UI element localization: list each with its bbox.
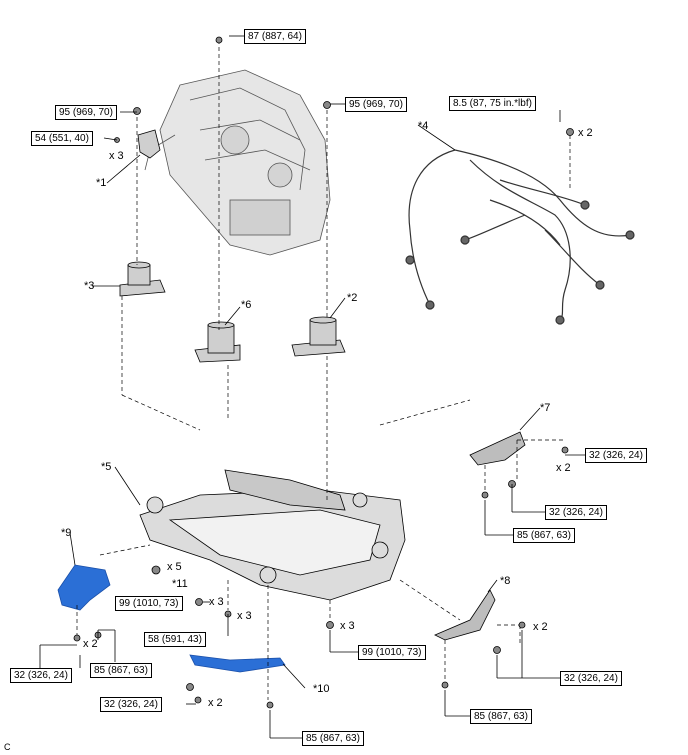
callout-2: *2: [347, 292, 358, 304]
torque-label-99-left: 99 (1010, 73): [115, 596, 183, 611]
callout-8: *8: [500, 575, 511, 587]
quantity-brace10-bolt: x 2: [208, 697, 223, 709]
front-suspension-crossmember: [139, 469, 406, 601]
quantity-nut-99-left: x 3: [209, 596, 224, 608]
quantity-bolt-54: x 3: [109, 150, 124, 162]
torque-label-54: 54 (551, 40): [31, 131, 93, 146]
torque-label-32-brace7-top: 32 (326, 24): [585, 448, 647, 463]
callout-7: *7: [540, 402, 551, 414]
engine-mount-insulator-2: [291, 316, 346, 357]
torque-label-8-5: 8.5 (87, 75 in.*lbf): [449, 96, 536, 111]
torque-label-87: 87 (887, 64): [244, 29, 306, 44]
callout-1: *1: [96, 177, 107, 189]
torque-label-58: 58 (591, 43): [144, 632, 206, 647]
wire-harness-illustration: [405, 149, 635, 325]
torque-label-32-brace7-nut: 32 (326, 24): [545, 505, 607, 520]
quantity-bolt-58: x 3: [237, 610, 252, 622]
torque-label-99-right: 99 (1010, 73): [358, 645, 426, 660]
fasteners: [73, 36, 574, 709]
callout-9: *9: [61, 527, 72, 539]
figure-code: C: [4, 742, 11, 752]
torque-label-32-brace8: 32 (326, 24): [560, 671, 622, 686]
callout-4: *4: [418, 120, 429, 132]
torque-label-85-brace10: 85 (867, 63): [302, 731, 364, 746]
quantity-brace7-bolt: x 2: [556, 462, 571, 474]
torque-label-85-brace8: 85 (867, 63): [470, 709, 532, 724]
callout-6: *6: [241, 299, 252, 311]
brace-7: [469, 431, 526, 466]
callout-10: *10: [313, 683, 330, 695]
brace-9: [57, 564, 111, 611]
engine-mount-bracket-1: [137, 129, 161, 159]
callout-11: *11: [172, 578, 188, 590]
torque-label-95-left: 95 (969, 70): [55, 105, 117, 120]
torque-label-85-brace9: 85 (867, 63): [90, 663, 152, 678]
quantity-harness-nut: x 2: [578, 127, 593, 139]
callout-5: *5: [101, 461, 112, 473]
torque-label-95-right: 95 (969, 70): [345, 97, 407, 112]
quantity-nut-99-right: x 3: [340, 620, 355, 632]
quantity-brace9-bolt: x 2: [83, 638, 98, 650]
brace-10: [189, 654, 286, 673]
torque-label-85-brace7: 85 (867, 63): [513, 528, 575, 543]
torque-label-32-brace9: 32 (326, 24): [10, 668, 72, 683]
engine-illustration: [144, 69, 331, 256]
brace-8: [434, 589, 496, 641]
torque-label-32-brace10: 32 (326, 24): [100, 697, 162, 712]
quantity-stopper: x 5: [167, 561, 182, 573]
callout-3: *3: [84, 280, 95, 292]
engine-mount-insulator-3: [119, 261, 166, 297]
quantity-brace8-bolt: x 2: [533, 621, 548, 633]
engine-mount-insulator-6: [194, 321, 241, 363]
